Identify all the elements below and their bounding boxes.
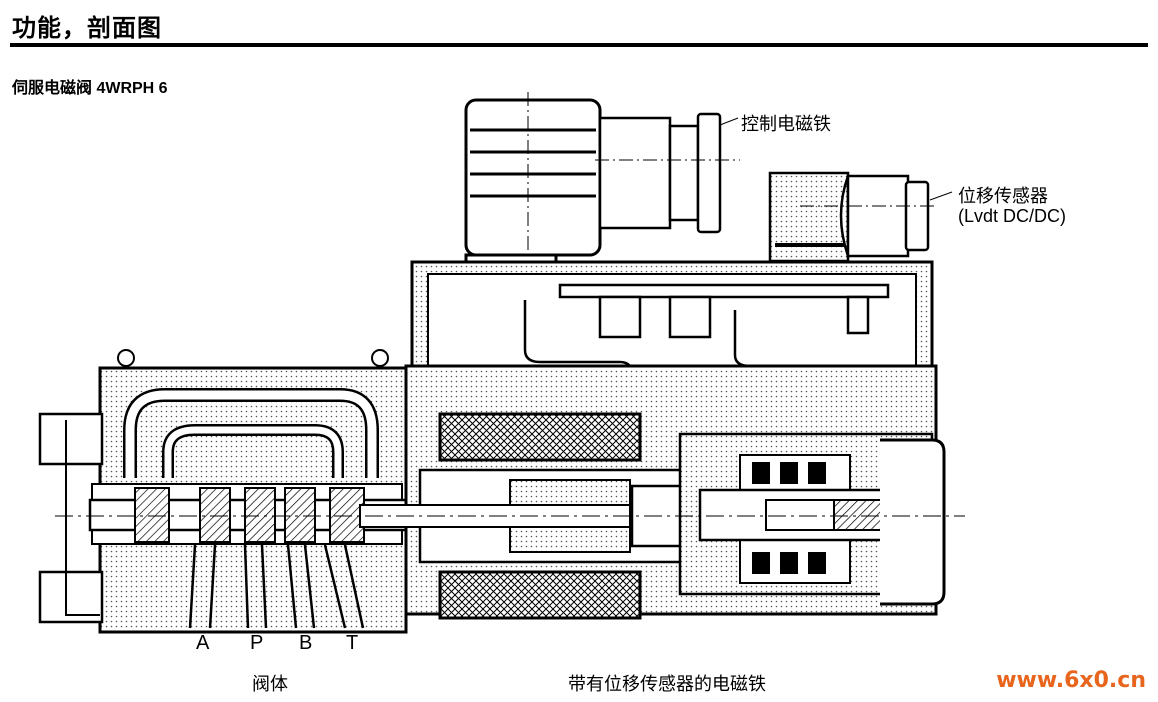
watermark: www.6x0.cn [996,668,1146,693]
label-position-sensor: 位移传感器 [958,186,1048,206]
port-label-a: A [196,632,210,654]
title-rule [10,43,1148,47]
valve-body [38,349,412,634]
control-solenoid [464,92,740,300]
port-label-p: P [250,632,264,654]
electronics-housing [410,260,934,440]
port-label-t: T [346,632,359,654]
leader-control-solenoid [719,117,739,126]
section-title: 功能，剖面图 [12,15,162,42]
port-label-b: B [299,632,313,654]
leader-position-sensor [929,191,953,201]
diagram-subtitle: 伺服电磁阀 4WRPH 6 [12,80,168,97]
label-control-solenoid: 控制电磁铁 [741,114,831,134]
label-solenoid-with-sensor: 带有位移传感器的电磁铁 [568,674,766,694]
label-valve-body: 阀体 [252,674,288,694]
label-sensor-type: (Lvdt DC/DC) [958,206,1067,226]
position-sensor [768,171,935,263]
solenoid-block [359,364,946,620]
